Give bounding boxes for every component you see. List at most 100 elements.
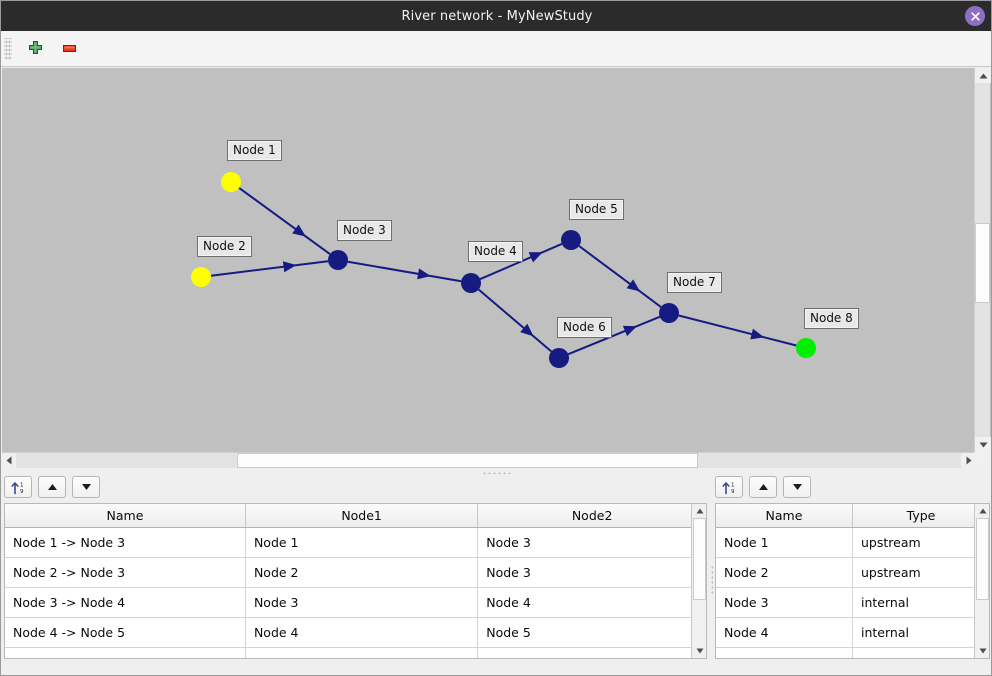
- graph-node-label-node-5[interactable]: Node 5: [569, 199, 624, 220]
- scroll-up-arrow[interactable]: [975, 504, 989, 518]
- graph-edge[interactable]: [567, 315, 661, 356]
- network-graph: [191, 172, 816, 368]
- table-cell[interactable]: Node 3: [477, 557, 706, 588]
- column-header-node1[interactable]: Node1: [245, 504, 479, 528]
- graph-node-label-node-7[interactable]: Node 7: [667, 272, 722, 293]
- table-cell[interactable]: Node 3: [716, 587, 853, 618]
- nodes-table-row[interactable]: [716, 647, 989, 658]
- scroll-down-arrow[interactable]: [975, 644, 989, 658]
- table-cell[interactable]: Node 4: [477, 587, 706, 618]
- scrollbar-track-lower[interactable]: [975, 303, 990, 437]
- table-cell[interactable]: [477, 647, 706, 658]
- graph-node-node-2[interactable]: [191, 267, 211, 287]
- table-cell[interactable]: internal: [852, 617, 989, 648]
- add-element-button[interactable]: [22, 36, 48, 62]
- graph-edge[interactable]: [578, 245, 662, 308]
- graph-vertical-scrollbar-thumb[interactable]: [975, 223, 990, 303]
- graph-node-label-node-8[interactable]: Node 8: [804, 308, 859, 329]
- graph-node-label-node-2[interactable]: Node 2: [197, 236, 252, 257]
- graph-edge[interactable]: [210, 260, 329, 277]
- scroll-down-arrow[interactable]: [975, 437, 991, 452]
- table-cell[interactable]: [5, 647, 246, 658]
- reaches-table-scrollbar[interactable]: [691, 504, 706, 658]
- graph-edge[interactable]: [477, 288, 553, 353]
- toolbar-drag-handle[interactable]: [4, 37, 12, 60]
- table-cell[interactable]: upstream: [852, 557, 989, 588]
- remove-element-button[interactable]: [56, 36, 82, 62]
- table-cell[interactable]: [852, 647, 989, 658]
- table-cell[interactable]: Node 4 -> Node 5: [5, 617, 246, 648]
- scrollbar-track-upper[interactable]: [975, 83, 990, 223]
- table-cell[interactable]: Node 3 -> Node 4: [5, 587, 246, 618]
- table-cell[interactable]: Node 2 -> Node 3: [5, 557, 246, 588]
- close-icon[interactable]: [965, 6, 985, 26]
- reaches-table-row[interactable]: [5, 647, 706, 658]
- table-cell[interactable]: Node 3: [477, 527, 706, 558]
- table-cell[interactable]: Node 1: [716, 527, 853, 558]
- table-cell[interactable]: Node 2: [245, 557, 479, 588]
- table-cell[interactable]: Node 2: [716, 557, 853, 588]
- river-network-canvas[interactable]: Node 1 Node 2 Node 3 Node 4 Node 5 Node 6 Node…: [2, 68, 991, 452]
- graph-node-node-3[interactable]: [328, 250, 348, 270]
- horizontal-splitter[interactable]: [2, 468, 991, 477]
- scroll-right-arrow[interactable]: [962, 453, 976, 468]
- table-cell[interactable]: [245, 647, 479, 658]
- graph-node-node-4[interactable]: [461, 273, 481, 293]
- graph-edge[interactable]: [347, 260, 462, 283]
- column-header-type[interactable]: Type: [852, 504, 989, 528]
- reaches-scrollbar-thumb[interactable]: [693, 518, 706, 600]
- table-cell[interactable]: upstream: [852, 527, 989, 558]
- vertical-splitter[interactable]: [707, 501, 715, 659]
- column-header-name[interactable]: Name: [716, 504, 853, 528]
- graph-node-label-node-3[interactable]: Node 3: [337, 220, 392, 241]
- graph-node-label-node-6[interactable]: Node 6: [557, 317, 612, 338]
- graph-edge[interactable]: [678, 314, 797, 347]
- graph-horizontal-scrollbar-thumb[interactable]: [237, 453, 698, 468]
- reaches-move-up-button[interactable]: [38, 476, 66, 498]
- graph-edge[interactable]: [238, 187, 331, 255]
- graph-node-node-5[interactable]: [561, 230, 581, 250]
- scrollbar-track-right[interactable]: [698, 453, 961, 468]
- graph-node-label-node-1[interactable]: Node 1: [227, 140, 282, 161]
- nodes-move-up-button[interactable]: [749, 476, 777, 498]
- scroll-up-arrow[interactable]: [975, 68, 991, 83]
- nodes-scrollbar-thumb[interactable]: [976, 518, 989, 600]
- table-cell[interactable]: Node 4: [716, 617, 853, 648]
- graph-node-node-1[interactable]: [221, 172, 241, 192]
- column-header-name[interactable]: Name: [5, 504, 246, 528]
- graph-edge-arrow: [626, 279, 641, 292]
- table-cell[interactable]: Node 5: [477, 617, 706, 648]
- scroll-down-arrow[interactable]: [692, 644, 706, 658]
- nodes-table-scrollbar[interactable]: [974, 504, 989, 658]
- scroll-up-arrow[interactable]: [692, 504, 706, 518]
- graph-node-label-node-4[interactable]: Node 4: [468, 241, 523, 262]
- reaches-sort-button[interactable]: 1 9: [4, 476, 32, 498]
- table-cell[interactable]: Node 3: [245, 587, 479, 618]
- graph-vertical-scrollbar[interactable]: [974, 68, 991, 452]
- scrollbar-track-left[interactable]: [16, 453, 237, 468]
- reaches-move-down-button[interactable]: [72, 476, 100, 498]
- graph-node-node-7[interactable]: [659, 303, 679, 323]
- graph-node-node-8[interactable]: [796, 338, 816, 358]
- table-cell[interactable]: Node 1 -> Node 3: [5, 527, 246, 558]
- nodes-sort-button[interactable]: 1 9: [715, 476, 743, 498]
- graph-node-node-6[interactable]: [549, 348, 569, 368]
- table-cell[interactable]: [716, 647, 853, 658]
- graph-horizontal-scrollbar[interactable]: [2, 452, 976, 468]
- table-cell[interactable]: internal: [852, 587, 989, 618]
- table-cell[interactable]: Node 1: [245, 527, 479, 558]
- column-header-node2[interactable]: Node2: [477, 504, 706, 528]
- scroll-left-arrow[interactable]: [2, 453, 16, 468]
- nodes-move-down-button[interactable]: [783, 476, 811, 498]
- table-cell[interactable]: Node 4: [245, 617, 479, 648]
